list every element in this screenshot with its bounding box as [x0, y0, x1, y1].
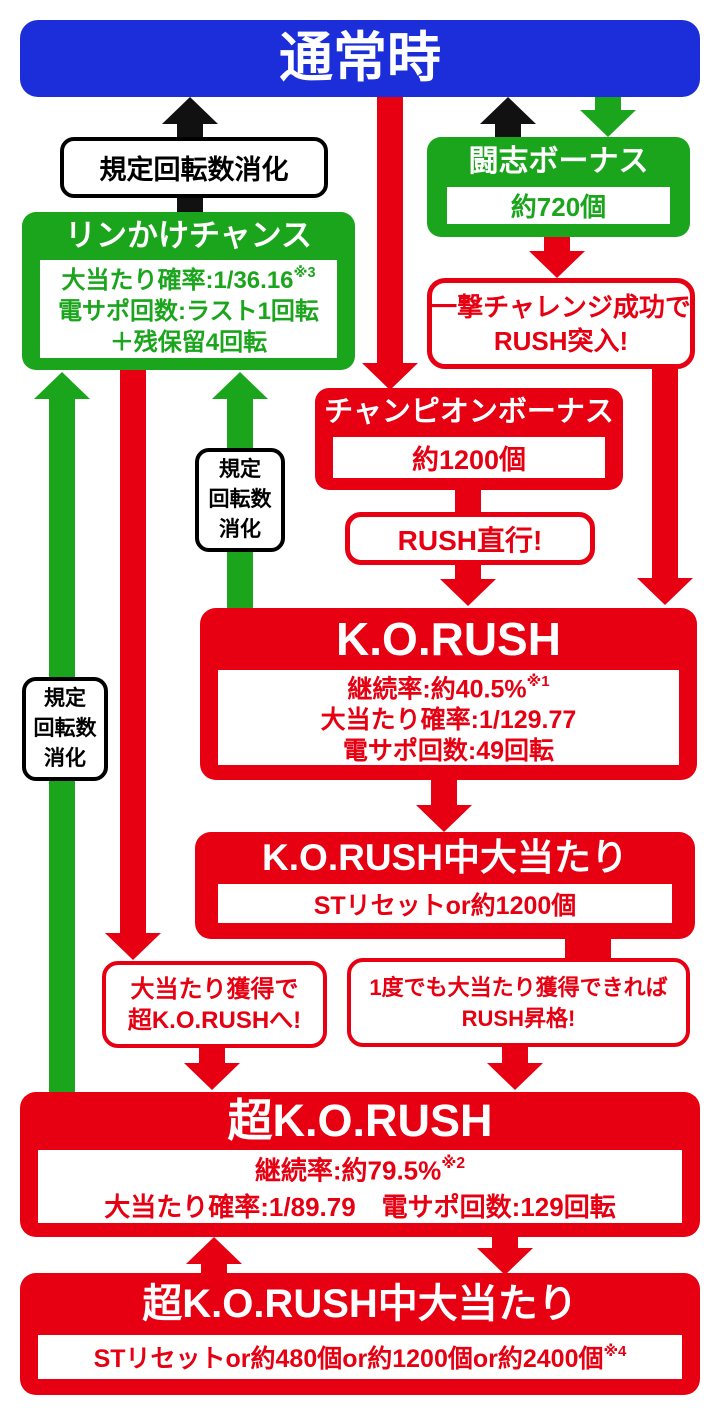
cho-ko-rush-rate-densapo: 大当たり確率:1/89.79 電サポ回数:129回転: [104, 1191, 616, 1222]
ko-rush-specs: 継続率:約40.5%※1 大当たり確率:1/129.77 電サポ回数:49回転: [218, 670, 679, 765]
arrow-down-normal-to-champion: [362, 97, 418, 390]
ko-rush-rate: 大当たり確率:1/129.77: [320, 706, 577, 735]
state-champion-bonus: チャンピオンボーナス 約1200個: [315, 388, 623, 490]
note-rush-upgrade: 1度でも大当たり獲得できれば RUSH昇格!: [347, 958, 690, 1047]
ko-rush-atari-payout: STリセットor約1200個: [218, 884, 672, 923]
note-ref-4: ※4: [603, 1342, 627, 1360]
rinkake-rate: 大当たり確率:1/36.16※3: [61, 265, 316, 294]
state-rinkake-chance: リンかけチャンス 大当たり確率:1/36.16※3 電サポ回数:ラスト1回転 ＋…: [22, 212, 355, 370]
arrow-down-rinkake-to-chonote: [105, 370, 161, 960]
arrow-up-toshi-to-normal: [480, 97, 536, 137]
note-ref-3: ※3: [293, 265, 316, 281]
arrow-down-chonote-to-chokorush: [184, 1048, 240, 1090]
label-kitei-kaitensu-h: 規定回転数消化: [60, 137, 328, 198]
cho-ko-rush-keizoku: 継続率:約79.5%※2: [254, 1155, 466, 1186]
state-champion-bonus-title: チャンピオンボーナス: [324, 396, 614, 428]
cho-ko-rush-specs: 継続率:約79.5%※2 大当たり確率:1/89.79 電サポ回数:129回転: [38, 1150, 682, 1223]
state-cho-ko-rush-atari-title: 超K.O.RUSH中大当たり: [142, 1282, 578, 1326]
label-kitei-kaitensu-left: 規定 回転数 消化: [22, 677, 108, 781]
state-toshi-bonus: 闘志ボーナス 約720個: [427, 137, 690, 237]
arrow-up-choatari-to-chokorush: [186, 1237, 242, 1277]
arrow-down-upgradenote-to-chokorush: [487, 1047, 543, 1090]
state-rinkake-chance-title: リンかけチャンス: [64, 218, 313, 253]
state-cho-ko-rush-atari: 超K.O.RUSH中大当たり STリセットor約480個or約1200個or約2…: [20, 1273, 700, 1395]
champion-bonus-payout: 約1200個: [333, 437, 605, 478]
toshi-bonus-payout: 約720個: [447, 187, 670, 224]
ko-rush-keizoku: 継続率:約40.5%※1: [347, 672, 550, 704]
note-ichigeki-challenge: 一撃チャレンジ成功で RUSH突入!: [427, 278, 695, 369]
note-ref-1: ※1: [526, 672, 550, 690]
arrow-down-chokorush-to-choatari: [477, 1237, 533, 1275]
state-ko-rush: K.O.RUSH 継続率:約40.5%※1 大当たり確率:1/129.77 電サ…: [200, 608, 697, 780]
note-ref-2: ※2: [441, 1155, 466, 1173]
rinkake-chance-specs: 大当たり確率:1/36.16※3 電サポ回数:ラスト1回転 ＋残保留4回転: [40, 260, 337, 358]
note-to-cho-ko-rush: 大当たり獲得で 超K.O.RUSHへ!: [102, 961, 327, 1048]
state-toshi-bonus-title: 闘志ボーナス: [468, 145, 649, 178]
state-normal: 通常時: [20, 20, 700, 97]
state-ko-rush-atari-title: K.O.RUSH中大当たり: [262, 837, 628, 878]
label-kitei-kaitensu-middle: 規定 回転数 消化: [195, 448, 285, 552]
rinkake-densapo2: ＋残保留4回転: [109, 329, 268, 356]
state-cho-ko-rush-title: 超K.O.RUSH: [227, 1095, 493, 1146]
state-normal-title: 通常時: [279, 28, 441, 88]
cho-ko-rush-atari-payout: STリセットor約480個or約1200個or約2400個※4: [38, 1335, 682, 1379]
arrow-down-toshi-to-ichigeki: [529, 237, 585, 278]
state-ko-rush-atari: K.O.RUSH中大当たり STリセットor約1200個: [195, 832, 695, 939]
note-rush-direct: RUSH直行!: [345, 512, 595, 565]
arrow-down-korush-to-atari: [416, 780, 472, 832]
state-ko-rush-title: K.O.RUSH: [336, 613, 561, 665]
ko-rush-densapo: 電サポ回数:49回転: [342, 737, 555, 766]
label-kitei-kaitensu-h-text: 規定回転数消化: [99, 155, 289, 185]
rinkake-densapo: 電サポ回数:ラスト1回転: [58, 298, 319, 325]
arrow-down-normal-to-toshi: [580, 97, 636, 137]
arrow-down-ichigeki-to-korush: [637, 367, 693, 605]
state-cho-ko-rush: 超K.O.RUSH 継続率:約79.5%※2 大当たり確率:1/89.79 電サ…: [20, 1092, 700, 1237]
